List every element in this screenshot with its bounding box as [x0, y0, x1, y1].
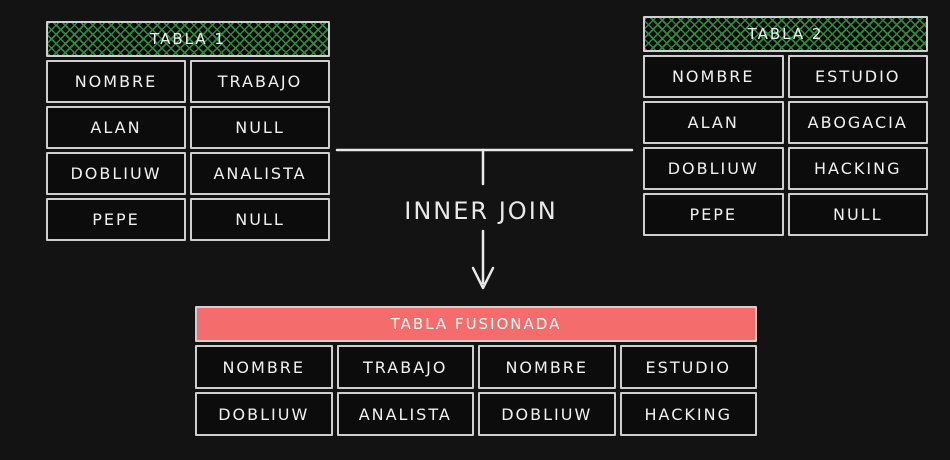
table1-data-cell: PEPE [46, 198, 186, 241]
table2-data-cell: ALAN [643, 101, 784, 144]
table1-header-cell: TRABAJO [190, 60, 330, 103]
table2-data-cell: PEPE [643, 193, 784, 236]
merged-header-cell: NOMBRE [195, 345, 333, 389]
down-arrow-icon [471, 229, 495, 290]
inner-join-label: INNER JOIN [404, 197, 558, 225]
merged-table-grid: NOMBRE TRABAJO NOMBRE ESTUDIO DOBLIUW AN… [195, 345, 757, 436]
table1-grid: NOMBRE TRABAJO ALAN NULL DOBLIUW ANALIST… [46, 60, 330, 241]
table2-header-cell: ESTUDIO [787, 55, 928, 98]
merged-header-cell: ESTUDIO [619, 345, 757, 389]
table1-data-cell: ALAN [46, 106, 186, 149]
merged-header-cell: TRABAJO [336, 345, 474, 389]
table1-data-cell: NULL [190, 106, 330, 149]
table1-title: TABLA 1 [46, 21, 330, 57]
merged-table-title: TABLA FUSIONADA [195, 306, 757, 342]
table1: TABLA 1 NOMBRE TRABAJO ALAN NULL DOBLIUW… [46, 21, 330, 241]
table2-data-cell: NULL [787, 193, 928, 236]
table1-data-cell: DOBLIUW [46, 152, 186, 195]
merged-data-cell: HACKING [619, 392, 757, 436]
table1-data-cell: NULL [190, 198, 330, 241]
merged-data-cell: ANALISTA [336, 392, 474, 436]
table2-data-cell: DOBLIUW [643, 147, 784, 190]
merged-table: TABLA FUSIONADA NOMBRE TRABAJO NOMBRE ES… [195, 306, 757, 436]
table2-header-cell: NOMBRE [643, 55, 784, 98]
merged-data-cell: DOBLIUW [195, 392, 333, 436]
merged-data-cell: DOBLIUW [478, 392, 616, 436]
table2: TABLA 2 NOMBRE ESTUDIO ALAN ABOGACIA DOB… [643, 16, 928, 236]
table2-data-cell: HACKING [787, 147, 928, 190]
merged-header-cell: NOMBRE [478, 345, 616, 389]
table1-data-cell: ANALISTA [190, 152, 330, 195]
table2-grid: NOMBRE ESTUDIO ALAN ABOGACIA DOBLIUW HAC… [643, 55, 928, 236]
table2-title: TABLA 2 [643, 16, 928, 52]
table2-data-cell: ABOGACIA [787, 101, 928, 144]
table1-header-cell: NOMBRE [46, 60, 186, 103]
